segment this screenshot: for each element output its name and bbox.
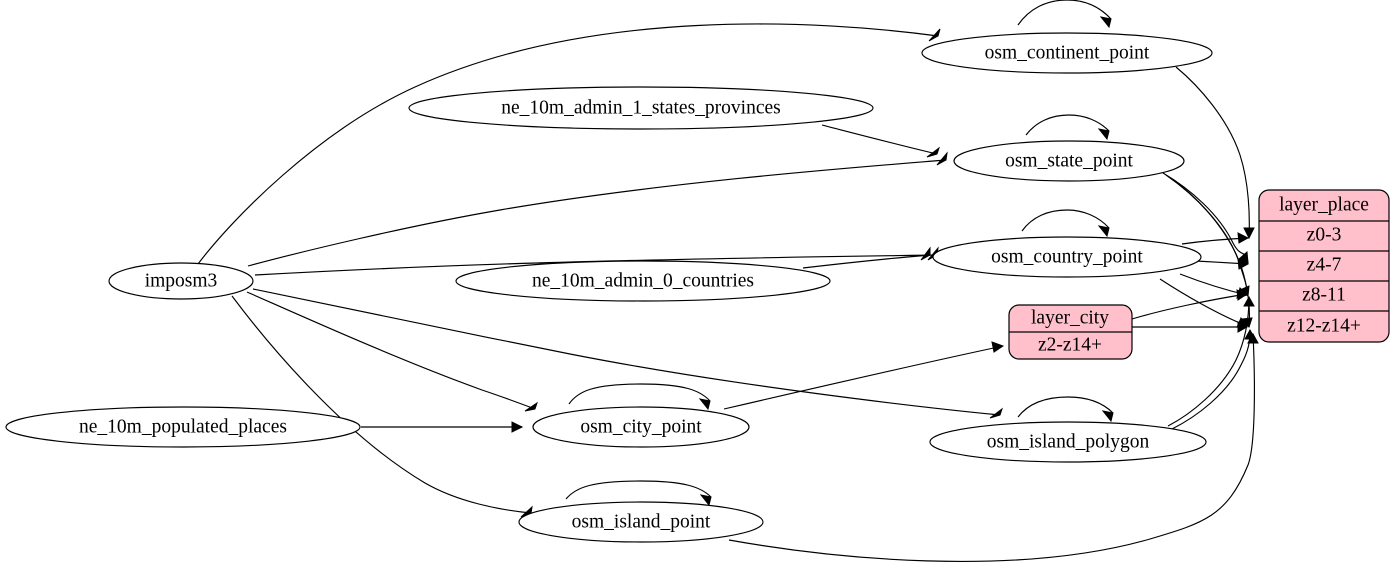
node-osm-country-point[interactable]: osm_country_point bbox=[932, 236, 1202, 278]
record-layer-city-header: layer_city bbox=[1031, 307, 1109, 328]
node-osm-island-point[interactable]: osm_island_point bbox=[518, 501, 764, 543]
node-ne-admin0-shape bbox=[455, 260, 831, 302]
edge-ne-admin1-to-osm-state-point bbox=[821, 124, 940, 158]
record-layer-place-row-z0-3[interactable]: z0-3 bbox=[1307, 224, 1342, 245]
record-layer-place-row-z8-11[interactable]: z8-11 bbox=[1302, 284, 1346, 305]
node-osm-continent-point-shape bbox=[921, 32, 1213, 74]
edge-osm-state-point-self-loop bbox=[1025, 114, 1110, 141]
edge-layer-city-to-layer-place-z12-z14 bbox=[1132, 321, 1249, 333]
edge-osm-country-point-to-layer-place-z4-7 bbox=[1195, 258, 1250, 270]
edge-osm-island-polygon-to-layer-place-z8-11 bbox=[1167, 295, 1255, 427]
node-ne-admin1[interactable]: ne_10m_admin_1_states_provinces bbox=[408, 86, 874, 130]
record-layer-place[interactable]: layer_place z0-3 z4-7 z8-11 z12-z14+ bbox=[1258, 189, 1390, 343]
edge-imposm3-to-osm-city-point bbox=[246, 291, 538, 412]
edge-ne-populated-to-osm-city-point bbox=[361, 421, 524, 433]
node-osm-island-point-shape bbox=[518, 501, 764, 543]
edge-osm-city-point-self-loop bbox=[568, 383, 711, 411]
node-imposm3-label: imposm3 bbox=[145, 270, 218, 291]
node-ne-admin1-label: ne_10m_admin_1_states_provinces bbox=[501, 97, 780, 118]
node-osm-country-point-shape bbox=[932, 236, 1202, 278]
node-osm-city-point[interactable]: osm_city_point bbox=[532, 406, 750, 448]
node-ne-populated[interactable]: ne_10m_populated_places bbox=[5, 406, 361, 448]
record-layer: layer_city z2-z14+ layer_place z0-3 z4-7… bbox=[1008, 189, 1390, 360]
node-osm-country-point-label: osm_country_point bbox=[991, 246, 1143, 267]
node-osm-city-point-label: osm_city_point bbox=[580, 416, 702, 437]
edge-osm-country-point-to-layer-place-z12-z14 bbox=[1159, 278, 1248, 328]
node-osm-continent-point[interactable]: osm_continent_point bbox=[921, 32, 1213, 74]
node-imposm3-shape bbox=[108, 262, 254, 300]
edge-osm-island-polygon-self-loop bbox=[1017, 396, 1114, 423]
edge-ne-admin0-to-osm-country-point bbox=[802, 246, 931, 269]
node-osm-island-polygon[interactable]: osm_island_polygon bbox=[929, 421, 1207, 463]
node-imposm3[interactable]: imposm3 bbox=[108, 262, 254, 300]
node-osm-island-polygon-shape bbox=[929, 421, 1207, 463]
node-layer: imposm3 ne_10m_admin_1_states_provinces … bbox=[5, 32, 1213, 543]
edge-osm-country-point-to-layer-place-z0-3 bbox=[1181, 232, 1250, 245]
edge-osm-city-point-to-layer-city-z2-z14 bbox=[723, 341, 1005, 410]
edge-layer bbox=[197, 0, 1259, 563]
record-layer-place-row-z4-7[interactable]: z4-7 bbox=[1307, 254, 1342, 275]
node-ne-populated-shape bbox=[5, 406, 361, 448]
node-ne-admin0[interactable]: ne_10m_admin_0_countries bbox=[455, 260, 831, 302]
node-ne-admin0-label: ne_10m_admin_0_countries bbox=[532, 270, 754, 291]
record-layer-place-header: layer_place bbox=[1279, 194, 1369, 215]
node-osm-island-polygon-label: osm_island_polygon bbox=[987, 431, 1150, 452]
node-osm-continent-point-label: osm_continent_point bbox=[985, 42, 1150, 63]
record-layer-place-row-z12-z14[interactable]: z12-z14+ bbox=[1287, 315, 1361, 336]
edge-imposm3-to-osm-island-polygon bbox=[252, 288, 1003, 419]
edge-osm-island-point-to-layer-place-z12-z14 bbox=[728, 332, 1259, 563]
edge-osm-continent-point-self-loop bbox=[1017, 0, 1112, 29]
edge-osm-state-point-to-layer-place-z8-11 bbox=[1165, 174, 1250, 297]
node-ne-populated-label: ne_10m_populated_places bbox=[79, 416, 287, 437]
edge-imposm3-to-osm-state-point bbox=[247, 151, 948, 267]
node-osm-state-point[interactable]: osm_state_point bbox=[953, 140, 1185, 182]
edge-imposm3-to-osm-continent-point bbox=[197, 23, 941, 265]
edge-osm-island-point-self-loop bbox=[565, 480, 712, 507]
record-layer-city[interactable]: layer_city z2-z14+ bbox=[1008, 304, 1133, 360]
record-layer-place-box bbox=[1258, 189, 1390, 343]
node-osm-state-point-shape bbox=[953, 140, 1185, 182]
node-osm-state-point-label: osm_state_point bbox=[1005, 150, 1133, 171]
edge-imposm3-to-osm-island-point bbox=[231, 295, 533, 518]
edge-layer-city-to-layer-place-z8-11 bbox=[1131, 289, 1249, 320]
node-osm-island-point-label: osm_island_point bbox=[572, 511, 711, 532]
record-layer-city-row-z2-z14[interactable]: z2-z14+ bbox=[1038, 334, 1102, 355]
node-osm-city-point-shape bbox=[532, 406, 750, 448]
edge-osm-continent-point-to-layer-place-z0-3 bbox=[1175, 66, 1255, 240]
node-ne-admin1-shape bbox=[408, 86, 874, 130]
edge-osm-country-point-self-loop bbox=[1021, 209, 1110, 238]
